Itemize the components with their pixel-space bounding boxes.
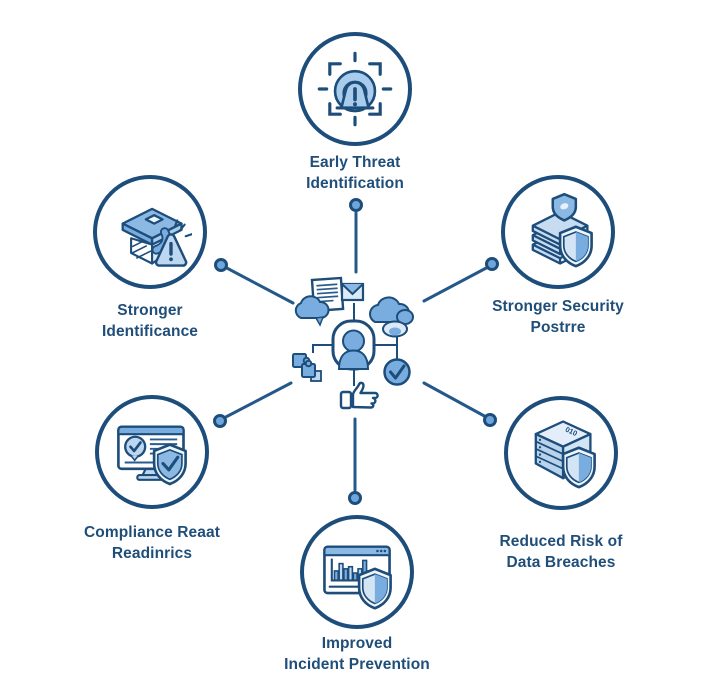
check-circle-icon: [383, 358, 411, 386]
seal-check-icon: [124, 435, 147, 462]
central-hub: [271, 258, 441, 428]
connector-bottom-right: [422, 381, 490, 420]
person-icon: [331, 319, 376, 371]
node-label-early-threat-identification: Early Threat Identification: [306, 154, 404, 192]
layered-stack-shields-icon: [531, 192, 593, 268]
connector-dot: [213, 414, 227, 428]
node-circle-improved-incident-prevention: [300, 515, 414, 629]
connector-top-left: [221, 264, 295, 305]
thumbs-up-icon: [339, 381, 379, 410]
connector-dot: [214, 258, 228, 272]
connector-top-right: [422, 264, 492, 303]
node-circle-stronger-security-posture: [501, 175, 615, 289]
shield-check-icon: [152, 443, 187, 486]
bar-chart-window-shield-icon: [323, 545, 392, 610]
small-shield-icon: [551, 192, 578, 222]
envelope-icon: [340, 282, 365, 302]
cloud-icon: [369, 296, 414, 338]
monitor-checkmark-shield-icon: [117, 425, 187, 486]
server-shield-icon: 010: [534, 420, 596, 489]
node-circle-early-threat-identification: [298, 32, 412, 146]
threat-detection-gauge-icon: [317, 51, 393, 127]
node-label-compliance-readiness: Compliance Reaat Readinrics: [84, 524, 220, 562]
large-shield-icon: [558, 225, 593, 268]
node-circle-compliance-readiness: [95, 395, 209, 509]
connector-dot: [485, 257, 499, 271]
connector-dot: [349, 198, 363, 212]
connector-bottom-left: [220, 381, 293, 421]
shield-icon: [357, 567, 392, 610]
node-label-reduced-risk-data-breaches: Reduced Risk of Data Breaches: [499, 533, 623, 571]
node-label-stronger-identificance: Stronger Identificance: [101, 302, 199, 340]
node-circle-reduced-risk-data-breaches: 010: [504, 396, 618, 510]
node-circle-stronger-identificance: [93, 175, 207, 289]
puzzle-icon: [292, 353, 322, 382]
stack-alert-icon: [121, 207, 192, 267]
shield-icon: [561, 446, 596, 489]
connector-dot: [348, 491, 362, 505]
connector-dot: [483, 413, 497, 427]
collaboration-network-icon: [292, 276, 414, 410]
node-label-improved-incident-prevention: Improved Incident Prevention: [284, 635, 430, 673]
speech-cloud-icon: [294, 295, 330, 327]
warning-triangle-icon: [154, 233, 188, 267]
node-label-stronger-security-posture: Stronger Security Postrre: [492, 298, 624, 336]
